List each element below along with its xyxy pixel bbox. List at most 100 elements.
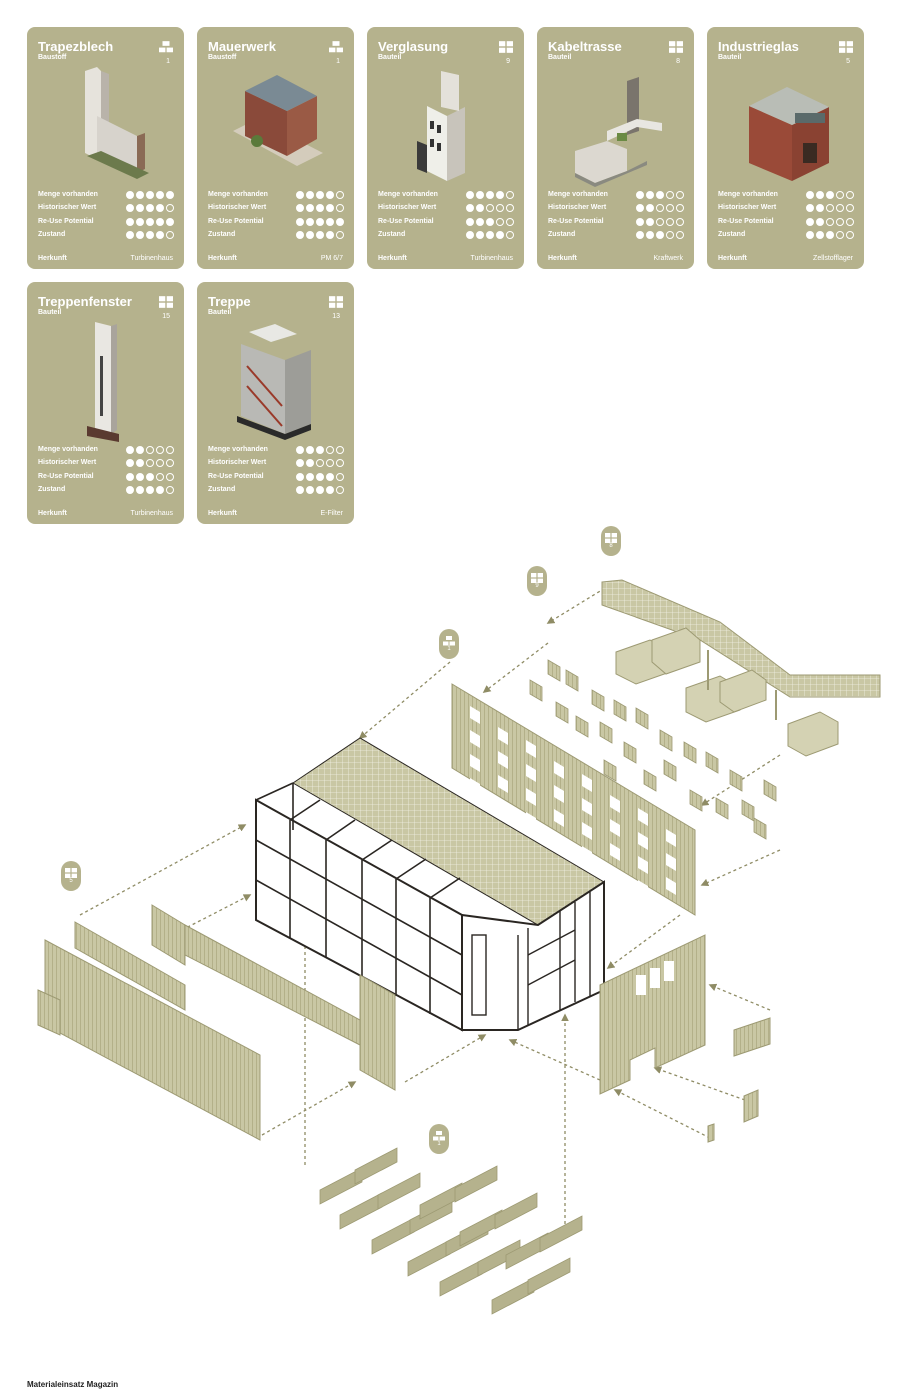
origin-label: Herkunft: [378, 255, 407, 262]
rating-dot: [646, 217, 654, 226]
card-count: 9: [506, 58, 510, 65]
stat-label: Re-Use Potential: [378, 217, 434, 225]
stat-row: Menge vorhanden: [208, 446, 344, 456]
rating-dot: [156, 472, 164, 481]
window-icon: [499, 40, 513, 53]
stat-label: Zustand: [38, 230, 66, 238]
origin-value: Turbinenhaus: [470, 255, 513, 262]
facade-window-opening: [638, 832, 648, 850]
facade-window-opening: [666, 829, 676, 847]
window-element: [547, 659, 561, 682]
facade-window-opening: [666, 901, 676, 919]
brick-panel: [319, 1167, 363, 1205]
rating-dot: [646, 204, 654, 213]
window-element: [565, 669, 579, 692]
rating-dots: [466, 204, 514, 213]
card-photo-stair: [227, 316, 324, 446]
facade-window-opening: [610, 819, 620, 837]
stat-row: Zustand: [378, 230, 514, 241]
window-element: [575, 715, 589, 738]
card-count: 1: [336, 58, 340, 65]
window-element: [659, 729, 673, 752]
rating-dots: [466, 191, 514, 199]
window-icon: [839, 40, 853, 53]
brick-panel: [407, 1239, 451, 1277]
rating-dots: [296, 217, 344, 226]
rating-dots: [126, 472, 174, 481]
component-marker[interactable]: 9: [527, 566, 547, 596]
window-icon: [605, 530, 617, 543]
rating-dot: [466, 191, 474, 199]
rating-dots: [806, 191, 854, 199]
origin-value: PM 6/7: [320, 255, 343, 262]
facade-window-opening: [638, 856, 648, 874]
facade-window-opening: [666, 853, 676, 871]
rating-dot: [676, 191, 684, 199]
stat-label: Menge vorhanden: [208, 191, 268, 198]
component-marker[interactable]: 1: [429, 1124, 449, 1154]
rating-dot: [486, 230, 494, 239]
rating-dot: [846, 230, 854, 239]
rating-dot: [296, 459, 304, 468]
rating-dot: [326, 472, 334, 481]
rating-dot: [336, 230, 344, 239]
rating-dot: [156, 217, 164, 226]
window-icon: [329, 295, 343, 308]
stat-label: Re-Use Potential: [718, 217, 774, 225]
rating-dot: [306, 459, 314, 468]
rating-dot: [296, 204, 304, 213]
rating-dot: [296, 446, 304, 454]
rating-dot: [826, 230, 834, 239]
rating-dot: [476, 204, 484, 213]
origin-label: Herkunft: [548, 255, 577, 262]
marker-number: 1: [447, 646, 451, 652]
origin-label: Herkunft: [208, 255, 237, 262]
stat-label: Zustand: [718, 230, 746, 238]
rating-dot: [146, 191, 154, 199]
rating-dot: [636, 230, 644, 239]
rating-dots: [466, 217, 514, 226]
facade-window-opening: [526, 764, 536, 782]
rating-dot: [836, 204, 844, 213]
rating-dot: [166, 446, 174, 454]
rating-dot: [466, 217, 474, 226]
facade-window-opening: [526, 812, 536, 830]
building-frame: [255, 737, 605, 1032]
window-icon: [65, 865, 77, 878]
component-marker[interactable]: 5: [61, 861, 81, 891]
bricks-icon: [159, 40, 173, 53]
stat-row: Re-Use Potential: [378, 217, 514, 228]
stat-row: Re-Use Potential: [208, 472, 344, 483]
stat-label: Menge vorhanden: [38, 446, 98, 453]
card-count: 1: [166, 58, 170, 65]
component-marker[interactable]: 1: [439, 629, 459, 659]
rating-dot: [836, 191, 844, 199]
rating-dot: [656, 204, 664, 213]
window-element: [729, 769, 743, 792]
origin-value: Turbinenhaus: [130, 510, 173, 517]
rating-dot: [506, 191, 514, 199]
rating-dot: [326, 204, 334, 213]
rating-dot: [146, 230, 154, 239]
component-marker[interactable]: 8: [601, 526, 621, 556]
brick-wall-panels: [319, 1147, 583, 1315]
rating-dot: [656, 217, 664, 226]
rating-dot: [316, 472, 324, 481]
rating-dots: [296, 230, 344, 239]
rating-dot: [656, 230, 664, 239]
rating-dot: [146, 485, 154, 494]
facade-window-opening: [610, 795, 620, 813]
window-icon: [531, 570, 543, 583]
rating-dot: [296, 191, 304, 199]
card-count: 5: [846, 58, 850, 65]
rating-dots: [126, 459, 174, 468]
rating-dot: [826, 191, 834, 199]
stat-row: Zustand: [208, 230, 344, 241]
